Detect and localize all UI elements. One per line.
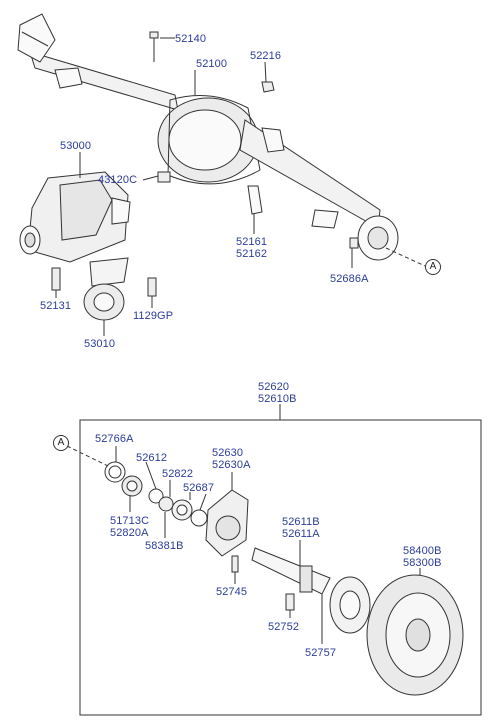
part-label-52752: 52752: [268, 621, 300, 633]
part-label-52745: 52745: [216, 586, 248, 598]
differential-carrier-drawing: [19, 171, 131, 263]
part-label-51713c-52820a: 51713C 52820A: [110, 515, 149, 539]
part-label-58400b: 58400B: [403, 545, 442, 557]
part-label-52611b: 52611B: [282, 516, 320, 528]
part-label-52766a: 52766A: [95, 433, 134, 445]
part-label-52630-52630a: 52630 52630A: [212, 447, 251, 471]
part-label-43120c: 43120C: [98, 174, 138, 186]
fastener-drawings: [149, 31, 359, 249]
part-label-52162: 52162: [236, 248, 268, 260]
part-label-52620-52610b: 52620 52610B: [258, 381, 297, 405]
part-label-52216: 52216: [250, 50, 282, 62]
part-label-52161-52162: 52161 52162: [236, 236, 267, 260]
callout-a-top: A: [425, 259, 441, 275]
part-label-51713c: 51713C: [110, 515, 150, 527]
part-label-58300b: 58300B: [403, 557, 442, 569]
part-label-53000: 53000: [60, 140, 92, 152]
leader-lines: [55, 37, 426, 644]
part-label-52757: 52757: [305, 647, 337, 659]
part-label-58400b-58300b: 58400B 58300B: [403, 545, 442, 569]
part-label-52820a: 52820A: [110, 527, 149, 539]
part-label-52612: 52612: [136, 452, 168, 464]
part-label-52822: 52822: [162, 468, 194, 480]
part-label-52161: 52161: [236, 236, 268, 248]
part-label-52630a: 52630A: [212, 459, 251, 471]
part-label-1129gp: 1129GP: [133, 310, 174, 322]
part-label-52140: 52140: [175, 33, 207, 45]
axle-housing-drawing: [17, 13, 399, 261]
part-label-52630: 52630: [212, 447, 244, 459]
part-label-53010: 53010: [84, 338, 116, 350]
mount-bracket-drawing: [51, 257, 157, 321]
part-label-52686a: 52686A: [330, 273, 369, 285]
callout-a-bottom: A: [53, 435, 69, 451]
part-label-52100: 52100: [196, 58, 228, 70]
part-label-58381b: 58381B: [145, 540, 184, 552]
part-label-52611b-52611a: 52611B 52611A: [282, 516, 320, 540]
hub-parts-drawing: [104, 461, 464, 696]
part-label-52611a: 52611A: [282, 528, 320, 540]
part-label-52687: 52687: [183, 482, 215, 494]
part-label-52131: 52131: [40, 300, 72, 312]
part-label-52620: 52620: [258, 381, 290, 393]
part-label-52610b: 52610B: [258, 393, 297, 405]
